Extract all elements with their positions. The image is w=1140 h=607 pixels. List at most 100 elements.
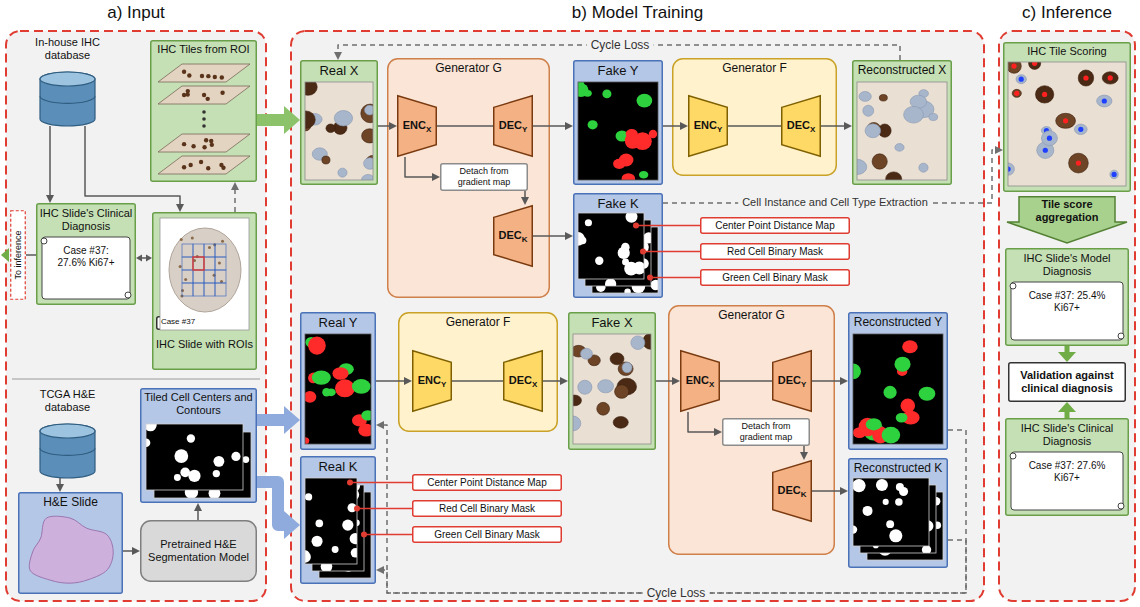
cell [362, 129, 373, 143]
cell-blob [633, 262, 644, 275]
image-box: Fake K [573, 193, 663, 298]
cell-blob [349, 505, 358, 514]
cell-blob [609, 230, 618, 239]
layer-background [146, 424, 243, 490]
tissue-speck [196, 255, 199, 258]
scroll-paper [42, 237, 130, 299]
box-border [151, 41, 257, 182]
trapezoid [494, 206, 533, 267]
cell-blob [873, 542, 879, 548]
cell [919, 90, 929, 98]
text-slot: Case #37 [157, 317, 199, 327]
cell-blob [860, 526, 865, 537]
text-slot: Center Point Distance Map [703, 217, 847, 234]
connector [720, 381, 772, 382]
layer-background [585, 220, 651, 286]
connector-line [663, 150, 996, 203]
cylinder-band [40, 448, 95, 455]
tile-cell [209, 139, 213, 143]
cell-blob [895, 498, 902, 505]
roi-grid-cell [204, 257, 215, 270]
box-border [157, 317, 200, 330]
cell-blob [621, 243, 630, 252]
callout-box: Green Cell Binary Mask [412, 526, 562, 543]
image-frame [578, 82, 658, 180]
leader-dot [640, 249, 646, 255]
tile-cell [210, 143, 214, 147]
node-outline [852, 60, 952, 185]
node-title: IHC Tiles from ROI [153, 43, 254, 56]
cell-blob [220, 474, 232, 486]
connector-line [257, 114, 285, 126]
scroll-curl [125, 292, 131, 298]
cell-blob [316, 520, 324, 528]
arrowhead [565, 232, 573, 240]
cell-blob [312, 370, 331, 384]
tile-layer [158, 156, 250, 174]
mask-background [305, 334, 371, 444]
decoder-block: DECX [781, 95, 821, 157]
connector-line [123, 550, 133, 552]
panel: c) InferenceIHC Tile ScoringTile score a… [998, 30, 1136, 602]
node-title: To inference [13, 210, 24, 300]
layer-background [312, 485, 364, 571]
arrowhead [284, 511, 300, 539]
cell-blob [881, 513, 889, 521]
trapezoid [398, 96, 437, 157]
connector-line [812, 380, 841, 382]
layer-frame [867, 492, 943, 560]
connector-line [720, 380, 772, 382]
cell-blob [896, 413, 908, 423]
decoder-block: DECK [493, 205, 533, 267]
cell-blob [146, 424, 157, 431]
arrowhead [334, 52, 342, 60]
tissue-speck [213, 243, 216, 246]
cell-blob [636, 94, 652, 108]
cell-blob [922, 545, 931, 553]
block-subscript: X [709, 380, 714, 390]
connector-line [663, 251, 700, 253]
cell-blob [860, 534, 865, 545]
arrowhead [194, 503, 202, 511]
box-border [849, 459, 948, 568]
block-label-slot: DECY [772, 350, 812, 412]
generator-box: Generator GENCXDECYDetach from gradient … [668, 305, 835, 555]
cell-blob [352, 379, 371, 394]
cell-blob [624, 262, 638, 276]
decoder-block: DECY [772, 350, 812, 412]
arrowhead [231, 182, 239, 190]
connector [663, 122, 688, 130]
tile-cell [206, 74, 210, 78]
layer-frame [860, 485, 936, 553]
cell [573, 416, 581, 431]
connector [85, 126, 184, 212]
mask-image [578, 82, 658, 180]
connector-line [452, 380, 503, 382]
scroll-paper [1011, 452, 1123, 510]
node-title: Tile score aggregation [1021, 198, 1113, 224]
cell-blob [632, 280, 646, 293]
database-cylinder: In-house IHC database [20, 36, 115, 126]
block-subscript: Y [801, 380, 806, 390]
cell [1041, 127, 1051, 135]
tissue-speck [221, 240, 224, 243]
cell-blob [592, 237, 597, 247]
node-title: Tiled Cell Centers and Contours [143, 391, 254, 417]
cell [1056, 113, 1076, 128]
cell [312, 148, 327, 160]
cell-blob [643, 232, 651, 243]
cell [910, 95, 927, 108]
arrowhead [1058, 402, 1076, 412]
arrowhead [680, 122, 688, 130]
cell-blob [853, 479, 866, 492]
layer-frame [592, 227, 658, 293]
cell [597, 402, 610, 415]
cell-blob [338, 519, 344, 525]
mask-layer [578, 213, 644, 279]
cell-blob [342, 559, 355, 572]
cell [338, 168, 347, 177]
cell-blob [905, 516, 914, 525]
text-slot: Generator F [675, 61, 834, 75]
cell [1074, 124, 1087, 134]
